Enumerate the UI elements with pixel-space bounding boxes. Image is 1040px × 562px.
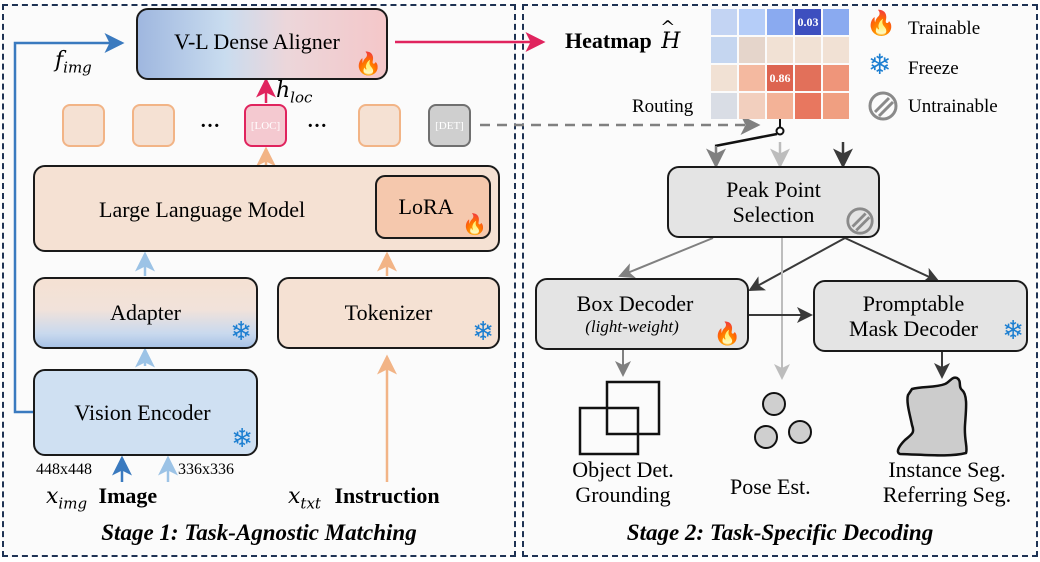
legend: 🔥 Trainable ❄ Freeze Untrainable [862, 8, 1032, 121]
box-decoder-sublabel: (light-weight) [585, 316, 679, 336]
routing-pivot [775, 126, 785, 136]
pose-keypoint-left [754, 425, 778, 449]
snowflake-icon: ❄ [868, 50, 892, 81]
token-ellipsis: … [200, 110, 221, 132]
routing-switch-lever [714, 132, 778, 148]
peak-point-selection: Peak Point Selection [667, 166, 880, 238]
vision-encoder-label: Vision Encoder [74, 399, 211, 425]
heatmap-cell [823, 9, 849, 35]
det-token: [DET] [428, 104, 471, 147]
heatmap-cell [711, 65, 737, 91]
flame-icon: 🔥 [462, 214, 487, 236]
untrainable-icon [846, 207, 874, 235]
token [62, 104, 105, 147]
heatmap-cell [823, 37, 849, 63]
heatmap-label: Heatmap ^H [565, 17, 681, 54]
snowflake-icon: ❄ [472, 317, 494, 346]
snowflake-icon: ❄ [230, 317, 252, 346]
flame-icon: 🔥 [713, 321, 741, 346]
heatmap-cell [795, 65, 821, 91]
adapter: Adapter ❄ [33, 277, 258, 349]
snowflake-icon: ❄ [1002, 316, 1024, 345]
instruction-input-label: xtxt Instruction [288, 483, 440, 513]
vision-encoder: Vision Encoder ❄ [33, 369, 258, 456]
aligner-label: V-L Dense Aligner [174, 29, 340, 55]
heatmap-cell [739, 65, 765, 91]
heatmap-cell [711, 9, 737, 35]
heatmap-cell [767, 37, 793, 63]
heatmap-cell [795, 93, 821, 119]
pose-keypoint-top [762, 392, 786, 416]
heatmap-grid: 0.03 0.86 [711, 9, 851, 119]
vl-dense-aligner: V-L Dense Aligner 🔥 [136, 8, 388, 80]
tokenizer-label: Tokenizer [344, 300, 433, 326]
heatmap-cell [823, 65, 849, 91]
heatmap-cell [739, 37, 765, 63]
high-res-label: 448x448 [36, 461, 92, 478]
snowflake-icon: ❄ [231, 424, 253, 453]
f-img-arrow [13, 33, 125, 414]
heatmap-cell [739, 93, 765, 119]
token [358, 104, 401, 147]
heatmap-cell [823, 93, 849, 119]
stage2-title: Stage 2: Task-Specific Decoding [626, 520, 934, 545]
box-decoder: Box Decoder (light-weight) 🔥 [535, 278, 749, 350]
untrainable-icon [868, 91, 898, 121]
routing-label: Routing [632, 96, 694, 117]
loc-token: [LOC] [244, 104, 287, 147]
heatmap-cell [711, 37, 737, 63]
llm-label: Large Language Model [99, 197, 306, 222]
heatmap-cell [739, 9, 765, 35]
peak-to-box-dark-arrow [748, 237, 846, 291]
h-loc-label: hloc [276, 78, 313, 107]
peak-to-mask-arrow [844, 237, 940, 283]
lora-module: LoRA 🔥 [375, 175, 491, 239]
legend-untrainable-label: Untrainable [908, 96, 998, 117]
heatmap-cell [711, 93, 737, 119]
heatmap-cell-annotated: 0.86 [767, 65, 793, 91]
heatmap-cell [767, 93, 793, 119]
adapter-label: Adapter [110, 300, 181, 326]
large-language-model: Large Language Model LoRA 🔥 [33, 165, 500, 252]
heatmap-cell-annotated: 0.03 [795, 9, 821, 35]
segmentation-mask-shape [896, 376, 968, 457]
tokenizer: Tokenizer ❄ [277, 277, 500, 349]
mask-decoder-label-line2: Mask Decoder [849, 316, 978, 341]
pose-keypoint-right [788, 420, 812, 444]
segmentation-output-label: Instance Seg. Referring Seg. [882, 457, 1012, 508]
f-img-label: fimg [55, 48, 92, 77]
detection-output-label: Object Det. Grounding [572, 457, 674, 508]
peak-to-box-grey-arrow [618, 237, 714, 279]
flame-icon: 🔥 [354, 51, 382, 76]
token [132, 104, 175, 147]
heatmap-cell [795, 37, 821, 63]
flame-icon: 🔥 [866, 11, 896, 37]
stage1-title: Stage 1: Task-Agnostic Matching [101, 520, 417, 545]
low-res-label: 336x336 [178, 461, 234, 478]
promptable-mask-decoder: Promptable Mask Decoder ❄ [813, 280, 1028, 352]
token-ellipsis: … [307, 110, 328, 132]
detection-box-front [578, 406, 640, 456]
peak-label-line2: Selection [732, 202, 815, 227]
heatmap-cell [767, 9, 793, 35]
legend-freeze-label: Freeze [908, 58, 959, 79]
mask-decoder-label-line1: Promptable [862, 290, 965, 316]
legend-trainable-label: Trainable [908, 18, 981, 39]
peak-label-line1: Peak Point [726, 176, 821, 202]
box-decoder-label: Box Decoder [576, 291, 694, 317]
pose-output-label: Pose Est. [730, 474, 811, 499]
lora-label: LoRA [398, 194, 454, 220]
image-input-label: ximg Image [46, 483, 158, 513]
